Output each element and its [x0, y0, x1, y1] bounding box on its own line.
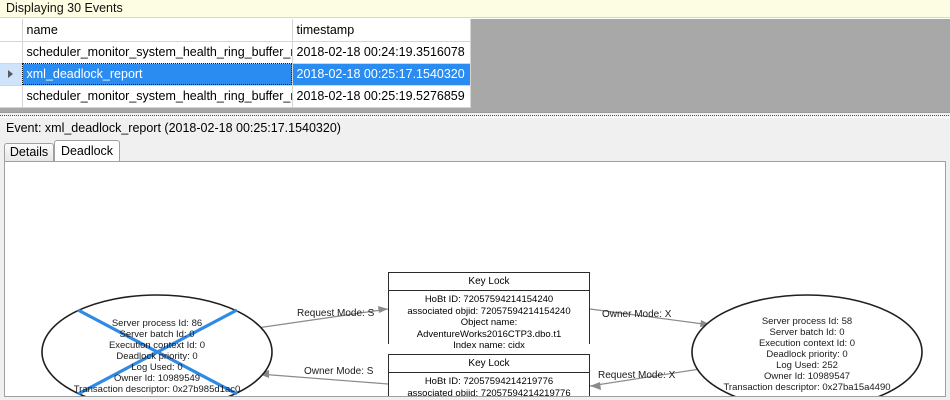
deadlock-graph-canvas[interactable]	[5, 162, 945, 396]
column-header-name[interactable]: name	[22, 19, 293, 42]
keylock-top-line-2: associated objid: 72057594214154240	[407, 305, 571, 317]
keylock-bottom-line-1: HoBt ID: 72057594214219776	[424, 376, 554, 387]
process-node-right[interactable]	[691, 294, 923, 396]
deadlock-tab-panel: Server process Id: 86 Server batch Id: 0…	[4, 161, 946, 397]
keylock-bottom[interactable]: Key Lock HoBt ID: 72057594214219776 asso…	[388, 354, 590, 397]
event-title: Event: xml_deadlock_report (2018-02-18 0…	[6, 121, 341, 135]
events-grid[interactable]: name timestamp scheduler_monitor_system_…	[0, 19, 471, 108]
cell-name[interactable]: xml_deadlock_report	[22, 63, 293, 86]
horizontal-splitter[interactable]	[0, 112, 950, 117]
events-grid-area: name timestamp scheduler_monitor_system_…	[0, 19, 950, 112]
keylock-top-line-1: HoBt ID: 72057594214154240	[424, 294, 554, 305]
tab-deadlock[interactable]: Deadlock	[54, 140, 120, 161]
cell-name[interactable]: scheduler_monitor_system_health_ring_buf…	[22, 85, 293, 108]
event-detail-pane: Event: xml_deadlock_report (2018-02-18 0…	[0, 118, 950, 400]
keylock-top-line-4: Index name: cidx	[453, 340, 525, 351]
keylock-top-line-3: Object name: AdventureWorks2016CTP3.dbo.…	[416, 317, 562, 340]
keylock-bottom-details: HoBt ID: 72057594214219776 associated ob…	[389, 373, 589, 397]
cell-timestamp[interactable]: 2018-02-18 00:24:19.3516078	[292, 41, 471, 64]
edge-label-owner-s: Owner Mode: S	[304, 366, 374, 377]
keylock-top-details: HoBt ID: 72057594214154240 associated ob…	[389, 291, 589, 352]
keylock-top[interactable]: Key Lock HoBt ID: 72057594214154240 asso…	[388, 272, 590, 352]
cell-timestamp[interactable]: 2018-02-18 00:25:17.1540320	[292, 63, 471, 86]
keylock-bottom-line-2: associated objid: 72057594214219776	[407, 387, 571, 397]
cell-timestamp[interactable]: 2018-02-18 00:25:19.5276859	[292, 85, 471, 108]
row-selector[interactable]	[0, 85, 23, 108]
detail-tabstrip: Details Deadlock	[4, 140, 946, 161]
edge-request-x	[589, 366, 714, 390]
row-selector-header	[0, 19, 23, 42]
table-row[interactable]: scheduler_monitor_system_health_ring_buf…	[0, 41, 471, 64]
edge-label-owner-x: Owner Mode: X	[602, 309, 672, 320]
column-header-timestamp[interactable]: timestamp	[292, 19, 471, 42]
edge-request-s	[256, 306, 389, 329]
edge-label-request-s: Request Mode: S	[297, 308, 375, 319]
cell-name[interactable]: scheduler_monitor_system_health_ring_buf…	[22, 41, 293, 64]
row-selector[interactable]	[0, 41, 23, 64]
grid-header-row: name timestamp	[0, 19, 471, 42]
tab-details[interactable]: Details	[4, 143, 54, 161]
keylock-top-title: Key Lock	[389, 273, 589, 291]
events-banner: Displaying 30 Events	[0, 0, 950, 18]
process-node-left[interactable]	[41, 294, 273, 396]
edge-label-request-x: Request Mode: X	[598, 370, 676, 381]
table-row[interactable]: scheduler_monitor_system_health_ring_buf…	[0, 85, 471, 108]
play-triangle-icon	[8, 70, 14, 79]
keylock-bottom-title: Key Lock	[389, 355, 589, 373]
table-row-selected[interactable]: xml_deadlock_report 2018-02-18 00:25:17.…	[0, 63, 471, 86]
row-selector-current[interactable]	[0, 63, 23, 86]
victim-cross-stroke-2	[77, 308, 238, 396]
